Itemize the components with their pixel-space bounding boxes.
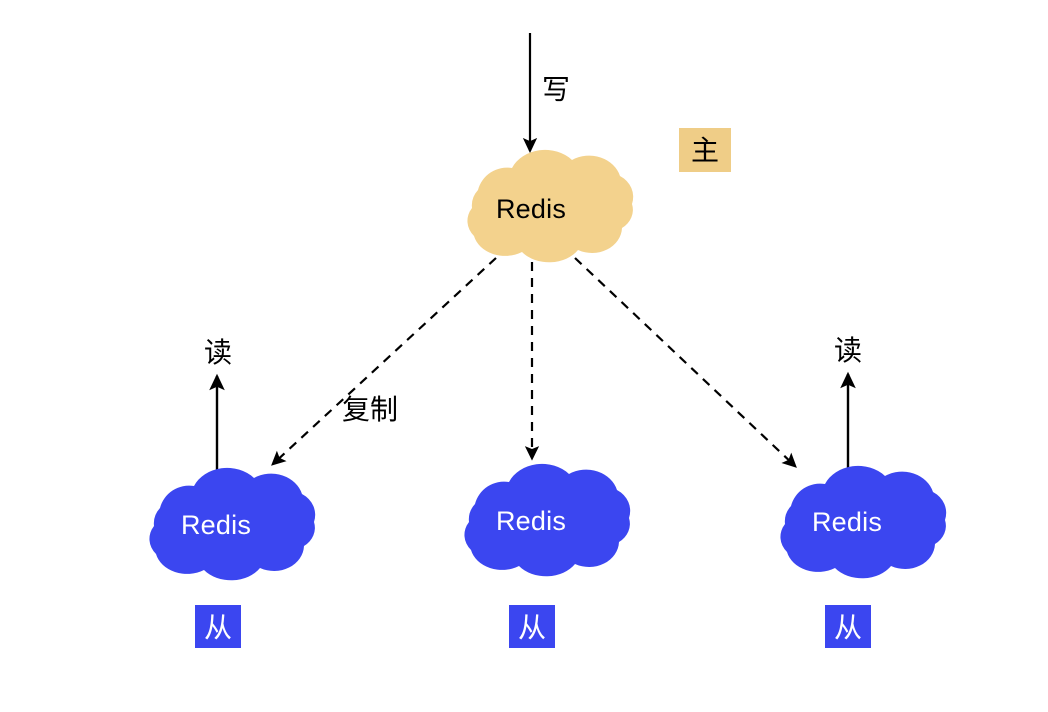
replication-edge-to-slave-1 bbox=[271, 257, 497, 466]
slave-node-3[interactable]: Redis bbox=[780, 465, 947, 579]
slave-node-label-2: Redis bbox=[496, 506, 566, 536]
read-edge-label-slave-3: 读 bbox=[834, 334, 862, 367]
replication-edge-label: 复制 bbox=[342, 393, 398, 426]
slave-role-badge-label-2: 从 bbox=[518, 611, 546, 644]
master-role-badge-label: 主 bbox=[691, 134, 719, 167]
master-role-badge: 主 bbox=[679, 128, 731, 172]
write-edge-label: 写 bbox=[542, 73, 570, 106]
slave-role-badge-2: 从 bbox=[509, 605, 555, 648]
replication-edge-to-slave-3 bbox=[574, 257, 797, 468]
slave-node-1[interactable]: Redis bbox=[149, 467, 316, 581]
master-node-label: Redis bbox=[496, 194, 566, 224]
master-role-badge-box bbox=[679, 128, 731, 172]
replication-edges bbox=[271, 257, 797, 468]
slave-role-badge-box-1 bbox=[195, 605, 241, 648]
read-edge-label-slave-1: 读 bbox=[204, 336, 232, 369]
slave-role-badge-label-1: 从 bbox=[204, 611, 232, 644]
master-node[interactable]: Redis bbox=[467, 149, 634, 263]
slave-role-badge-label-3: 从 bbox=[834, 611, 862, 644]
slave-role-badge-1: 从 bbox=[195, 605, 241, 648]
slave-node-label-1: Redis bbox=[181, 510, 251, 540]
slave-node-2[interactable]: Redis bbox=[464, 463, 631, 577]
slave-role-badge-3: 从 bbox=[825, 605, 871, 648]
slave-role-badge-box-2 bbox=[509, 605, 555, 648]
slave-role-badge-box-3 bbox=[825, 605, 871, 648]
slave-node-label-3: Redis bbox=[812, 507, 882, 537]
